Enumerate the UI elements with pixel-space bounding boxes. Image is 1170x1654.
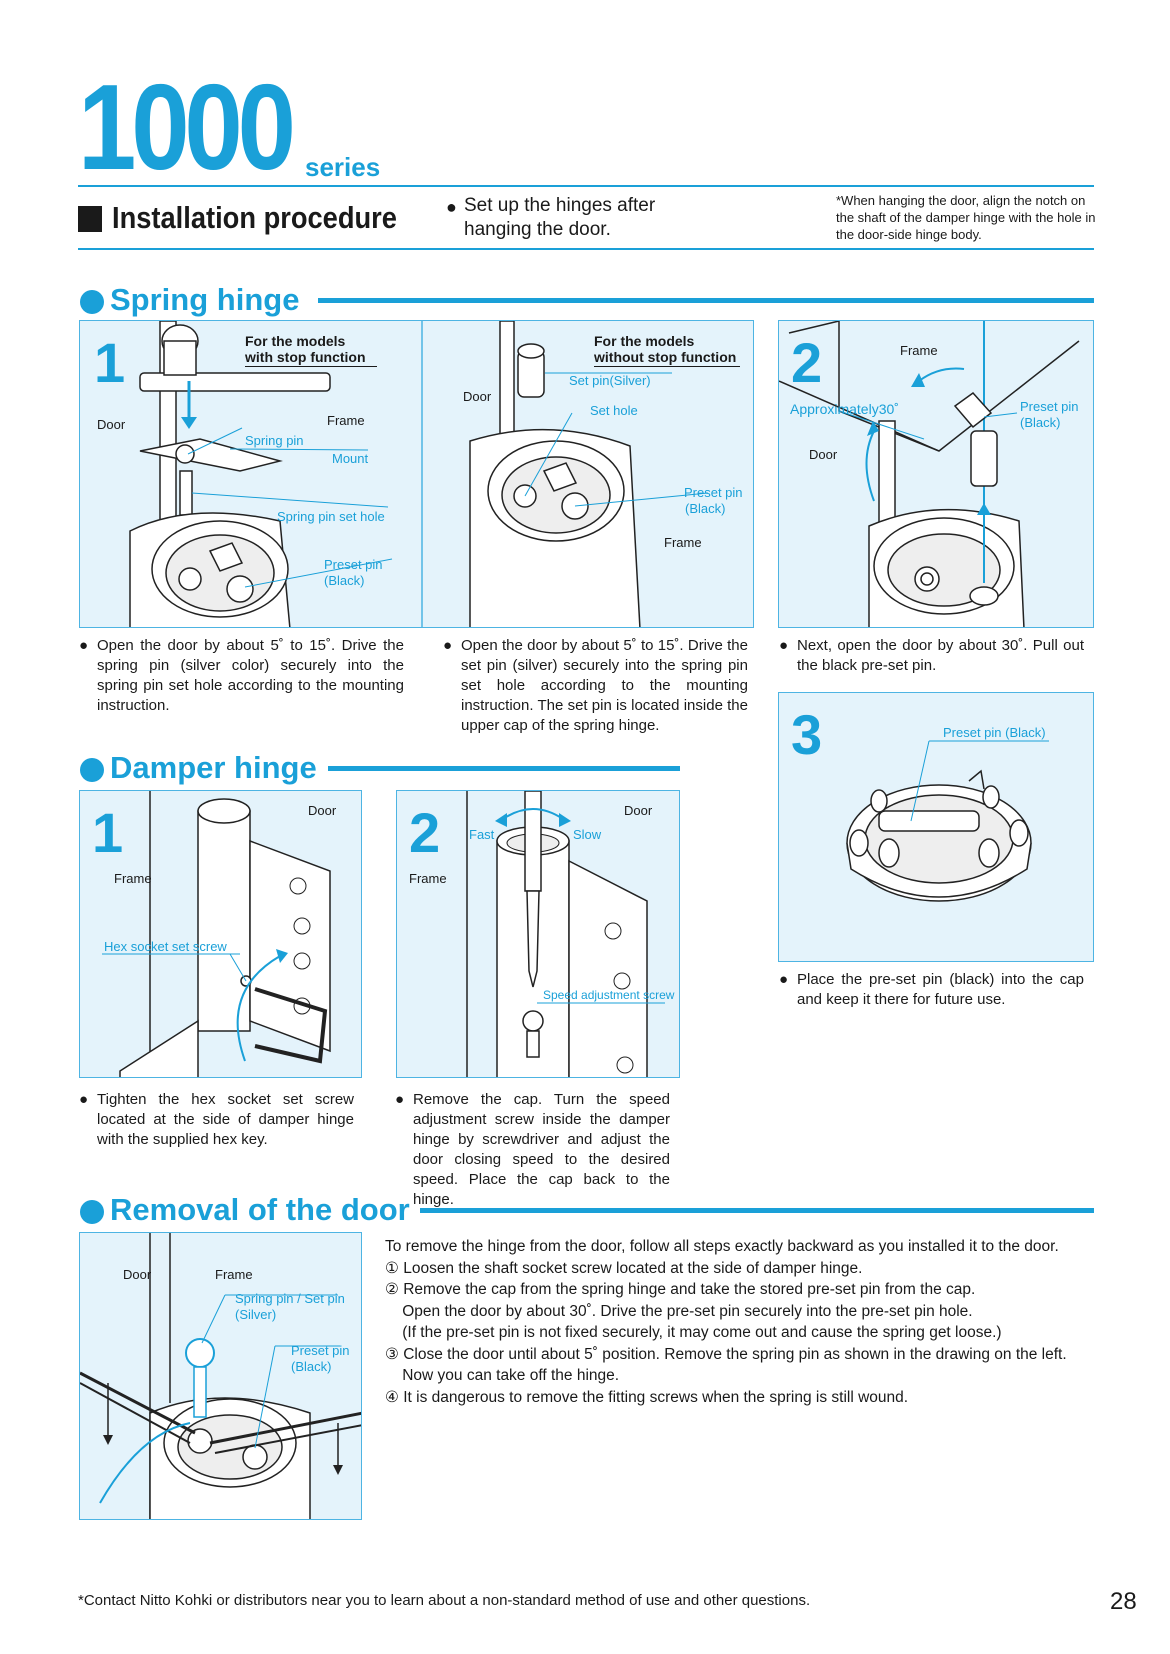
section-dot-icon bbox=[80, 290, 104, 314]
section-square-icon bbox=[78, 206, 102, 232]
frame-label: Frame bbox=[900, 343, 938, 358]
panel-heading: For the models with stop function bbox=[245, 333, 377, 367]
spring-step1-description: ● Open the door by about 5˚ to 15˚. Drive… bbox=[79, 636, 404, 716]
bullet-icon: ● bbox=[79, 1091, 89, 1108]
spring-set-pin-label: Spring pin / Set pin bbox=[235, 1291, 345, 1306]
removal-bar bbox=[420, 1208, 1094, 1213]
step-number: 2 bbox=[409, 801, 441, 864]
description-text: Tighten the hex socket set screw located… bbox=[97, 1091, 354, 1148]
series-number: 1000 bbox=[78, 59, 296, 195]
damper-hinge-title: Damper hinge bbox=[110, 750, 317, 785]
frame-label: Frame bbox=[215, 1267, 253, 1282]
removal-line: Open the door by about 30˚. Drive the pr… bbox=[385, 1303, 973, 1320]
spring-pin-set-hole-label: Spring pin set hole bbox=[277, 509, 385, 524]
set-pin-label: Set pin(Silver) bbox=[569, 373, 651, 388]
setup-note-text: Set up the hinges after hanging the door… bbox=[464, 195, 656, 240]
removal-line: ② Remove the cap from the spring hinge a… bbox=[385, 1281, 976, 1298]
preset-pin-label: Preset pin bbox=[684, 485, 743, 500]
spring-step3-description: ● Place the pre-set pin (black) into the … bbox=[779, 970, 1084, 1010]
section-dot-icon bbox=[80, 1200, 104, 1224]
bullet-icon: ● bbox=[779, 971, 789, 988]
preset-pin-label: Preset pin bbox=[291, 1343, 350, 1358]
door-label: Door bbox=[123, 1267, 152, 1282]
door-label: Door bbox=[809, 447, 838, 462]
frame-label: Frame bbox=[409, 871, 447, 886]
door-label: Door bbox=[624, 803, 653, 818]
preset-pin-label: Preset pin bbox=[324, 557, 383, 572]
preset-pin-color-label: (Black) bbox=[1020, 415, 1061, 430]
removal-illustration bbox=[80, 1233, 361, 1519]
bullet-icon: ● bbox=[395, 1091, 405, 1108]
door-label: Door bbox=[463, 389, 492, 404]
step-number: 1 bbox=[94, 331, 126, 394]
frame-label: Frame bbox=[327, 413, 365, 428]
header-bottom-rule bbox=[78, 248, 1094, 250]
spring-step3-illustration bbox=[846, 740, 1049, 902]
spring-hinge-title: Spring hinge bbox=[110, 282, 300, 317]
bullet-icon: ● bbox=[779, 637, 789, 654]
removal-line: ④ It is dangerous to remove the fitting … bbox=[385, 1389, 909, 1406]
spring-step2-description: ● Next, open the door by about 30˚. Pull … bbox=[779, 636, 1084, 676]
spring-step1b-description: ● Open the door by about 5˚ to 15˚. Drive… bbox=[443, 636, 748, 736]
spring-pin-label: Spring pin bbox=[245, 433, 304, 448]
description-text: Open the door by about 5˚ to 15˚. Drive … bbox=[461, 637, 748, 734]
footer-note: *Contact Nitto Kohki or distributors nea… bbox=[78, 1592, 811, 1609]
damper-step1-panel: 1 Door Frame Hex socket set screw bbox=[79, 790, 362, 1078]
removal-title: Removal of the door bbox=[110, 1192, 410, 1227]
hanging-note: *When hanging the door, align the notch … bbox=[836, 193, 1096, 242]
angle-label: Approximately30˚ bbox=[790, 401, 899, 417]
spring-step3-panel: 3 Preset pin (Black) bbox=[778, 692, 1094, 962]
description-text: Open the door by about 5˚ to 15˚. Drive … bbox=[97, 637, 404, 714]
damper-step1-illustration bbox=[102, 791, 331, 1077]
fast-label: Fast bbox=[469, 827, 495, 842]
removal-line: ① Loosen the shaft socket screw located … bbox=[385, 1260, 863, 1277]
description-text: Next, open the door by about 30˚. Pull o… bbox=[797, 637, 1084, 674]
frame-label: Frame bbox=[114, 871, 152, 886]
damper-step2-illustration bbox=[466, 791, 665, 1077]
header-top-rule bbox=[78, 185, 1094, 187]
step-number: 3 bbox=[791, 703, 823, 766]
section-dot-icon bbox=[80, 758, 104, 782]
removal-line: (If the pre-set pin is not fixed securel… bbox=[385, 1324, 1002, 1341]
preset-pin-color-label: (Black) bbox=[291, 1359, 332, 1374]
removal-panel: Door Frame Spring pin / Set pin (Silver)… bbox=[79, 1232, 362, 1520]
speed-screw-label: Speed adjustment screw bbox=[543, 988, 675, 1002]
removal-line: To remove the hinge from the door, follo… bbox=[385, 1238, 1059, 1255]
mount-label: Mount bbox=[332, 451, 369, 466]
preset-pin-color-label: (Black) bbox=[324, 573, 365, 588]
spring-step1-panel: 1 For the models with stop function Door… bbox=[79, 320, 754, 628]
step-number: 1 bbox=[92, 801, 124, 864]
damper-hinge-bar bbox=[328, 766, 680, 771]
damper-step1-description: ● Tighten the hex socket set screw locate… bbox=[79, 1090, 354, 1150]
bullet-icon: ● bbox=[446, 197, 457, 217]
spring-step1-illustration bbox=[129, 321, 709, 627]
silver-label: (Silver) bbox=[235, 1307, 277, 1322]
preset-pin-color-label: (Black) bbox=[685, 501, 726, 516]
slow-label: Slow bbox=[573, 827, 602, 842]
step-number: 2 bbox=[791, 331, 823, 394]
damper-step2-description: ● Remove the cap. Turn the speed adjustme… bbox=[395, 1090, 670, 1210]
bullet-icon: ● bbox=[79, 637, 89, 654]
setup-note: ● Set up the hinges after hanging the doo… bbox=[446, 194, 724, 242]
panel-heading-b: For the models without stop function bbox=[594, 333, 740, 367]
preset-pin-label: Preset pin bbox=[1020, 399, 1079, 414]
removal-line: Now you can take off the hinge. bbox=[385, 1367, 620, 1384]
series-word: series bbox=[305, 152, 381, 182]
description-text: Place the pre-set pin (black) into the c… bbox=[797, 971, 1084, 1008]
door-label: Door bbox=[308, 803, 337, 818]
hex-screw-label: Hex socket set screw bbox=[104, 939, 227, 954]
bullet-icon: ● bbox=[443, 637, 453, 654]
spring-step2-panel: 2 Frame Approximately30˚ Preset pin (Bla… bbox=[778, 320, 1094, 628]
frame-label: Frame bbox=[664, 535, 702, 550]
removal-line: ③ Close the door until about 5˚ position… bbox=[385, 1346, 1067, 1363]
preset-pin-label: Preset pin (Black) bbox=[943, 725, 1046, 740]
damper-step2-panel: 2 Door Fast Slow Frame Speed adjustment … bbox=[396, 790, 680, 1078]
description-text: Remove the cap. Turn the speed adjustmen… bbox=[413, 1091, 670, 1208]
spring-hinge-bar bbox=[318, 298, 1094, 303]
set-hole-label: Set hole bbox=[590, 403, 638, 418]
page-number: 28 bbox=[1110, 1588, 1137, 1615]
installation-title: Installation procedure bbox=[112, 200, 397, 235]
door-label: Door bbox=[97, 417, 126, 432]
spring-step2-illustration bbox=[779, 321, 1080, 627]
